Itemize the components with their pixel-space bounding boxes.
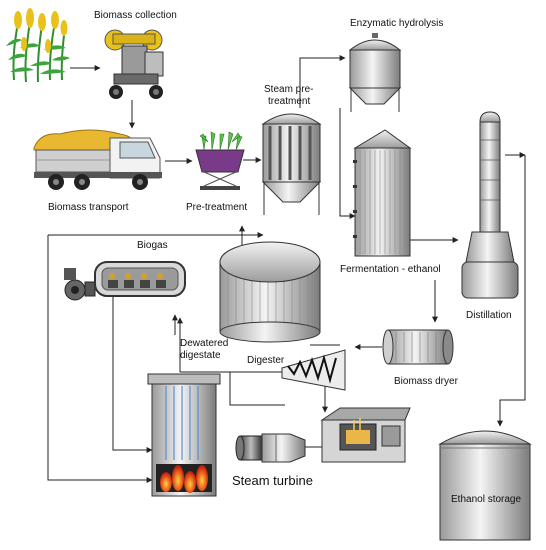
biogas-engine (64, 261, 186, 301)
hydrolysis-tank (348, 33, 402, 112)
steam-turbine (235, 433, 306, 463)
boiler (147, 373, 221, 497)
label-biogas: Biogas (137, 240, 168, 251)
harvester (104, 29, 164, 99)
steam-pretreatment-vessel (261, 113, 322, 215)
screw-press (281, 349, 346, 391)
label-steam-pretreatment-line1: Steam pre- (264, 84, 313, 95)
label-steam-pretreatment-line2: treatment (268, 96, 310, 107)
label-digester: Digester (247, 355, 285, 366)
digester-tank (219, 241, 321, 343)
biomass-dryer (382, 329, 454, 365)
distillation-column (461, 111, 519, 299)
corn-crop (6, 8, 70, 83)
label-fermentation: Fermentation - ethanol (340, 264, 441, 275)
ethanol-storage-tank (438, 430, 532, 541)
label-ethanol-storage: Ethanol storage (451, 494, 521, 505)
pretreatment-machine (195, 131, 245, 190)
label-pre-treatment: Pre-treatment (186, 202, 247, 213)
label-enzymatic-hydrolysis: Enzymatic hydrolysis (350, 18, 443, 29)
label-steam-turbine: Steam turbine (232, 473, 313, 488)
label-distillation: Distillation (466, 310, 512, 321)
label-dewatered-line2: digestate (180, 350, 221, 361)
truck (33, 129, 162, 190)
generator-house (320, 407, 411, 463)
label-biomass-dryer: Biomass dryer (394, 376, 459, 387)
label-dewatered-line1: Dewatered (180, 338, 228, 349)
fermentation-tank (353, 129, 412, 257)
label-biomass-collection: Biomass collection (94, 10, 177, 21)
label-biomass-transport: Biomass transport (48, 202, 129, 213)
